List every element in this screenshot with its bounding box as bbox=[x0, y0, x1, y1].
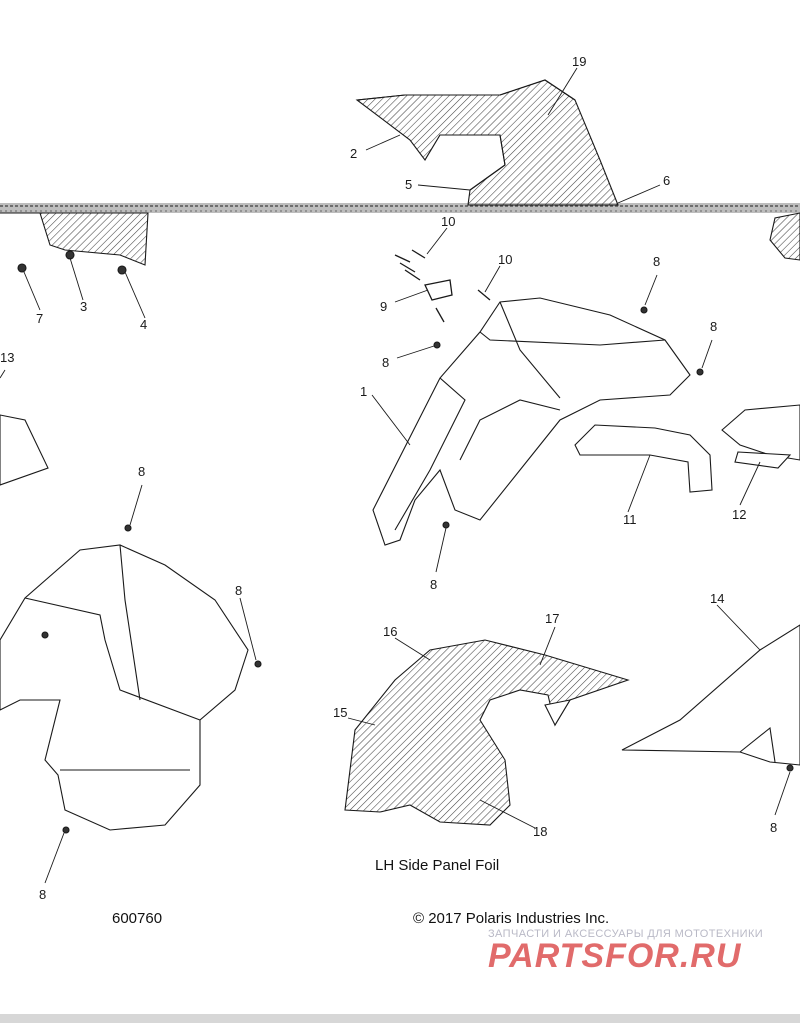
left-fragment-rear bbox=[0, 212, 149, 275]
callout-15: 15 bbox=[333, 705, 348, 720]
left-side-panel bbox=[0, 524, 262, 834]
watermark-tagline: ЗАПЧАСТИ И АКСЕССУАРЫ ДЛЯ МОТОТЕХНИКИ bbox=[488, 928, 764, 940]
callout-10-lower: 10 bbox=[498, 252, 513, 267]
callout-8-nose-bottom: 8 bbox=[430, 577, 438, 592]
callout-18: 18 bbox=[533, 824, 548, 839]
callout-8-top: 8 bbox=[653, 254, 661, 269]
callout-9: 9 bbox=[380, 299, 388, 314]
callout-16: 16 bbox=[383, 624, 398, 639]
lh-side-panel-foil bbox=[344, 639, 630, 826]
right-side-panel-14 bbox=[621, 624, 800, 772]
copyright-notice: © 2017 Polaris Industries Inc. bbox=[413, 910, 610, 927]
figure-number: 600760 bbox=[112, 910, 163, 927]
watermark-logo: PARTSFOR.RU bbox=[488, 937, 742, 975]
callout-7: 7 bbox=[36, 311, 44, 326]
callout-10-upper: 10 bbox=[441, 214, 456, 229]
callout-8-left-top: 8 bbox=[138, 464, 146, 479]
callout-5: 5 bbox=[405, 177, 413, 192]
front-nose-panel bbox=[372, 297, 704, 546]
callout-8-right: 8 bbox=[710, 319, 718, 334]
callout-3: 3 bbox=[80, 299, 88, 314]
callout-1: 1 bbox=[360, 384, 368, 399]
right-fragment-top bbox=[769, 212, 800, 261]
section-break-line bbox=[0, 203, 800, 213]
air-duct bbox=[574, 424, 713, 493]
callout-12: 12 bbox=[732, 507, 747, 522]
callout-8-left-right: 8 bbox=[235, 583, 243, 598]
callout-19: 19 bbox=[572, 54, 587, 69]
side-panel-12 bbox=[721, 404, 800, 469]
callout-6: 6 bbox=[663, 173, 671, 188]
callout-13: 13 bbox=[0, 350, 15, 365]
fastener-cluster bbox=[394, 249, 491, 323]
callout-11: 11 bbox=[623, 512, 637, 527]
callout-8-left-bottom: 8 bbox=[39, 887, 47, 902]
top-hood-panel bbox=[355, 79, 619, 206]
panel-13-fragment bbox=[0, 414, 49, 486]
callout-8-right-bottom: 8 bbox=[770, 820, 778, 835]
callout-8-nose-left: 8 bbox=[382, 355, 390, 370]
panel-foil-caption: LH Side Panel Foil bbox=[375, 857, 500, 874]
callout-14: 14 bbox=[710, 591, 725, 606]
callout-4: 4 bbox=[140, 317, 148, 332]
leader-lines bbox=[0, 67, 791, 884]
bottom-break-line bbox=[0, 1014, 800, 1023]
callout-17: 17 bbox=[545, 611, 560, 626]
callout-2: 2 bbox=[350, 146, 358, 161]
